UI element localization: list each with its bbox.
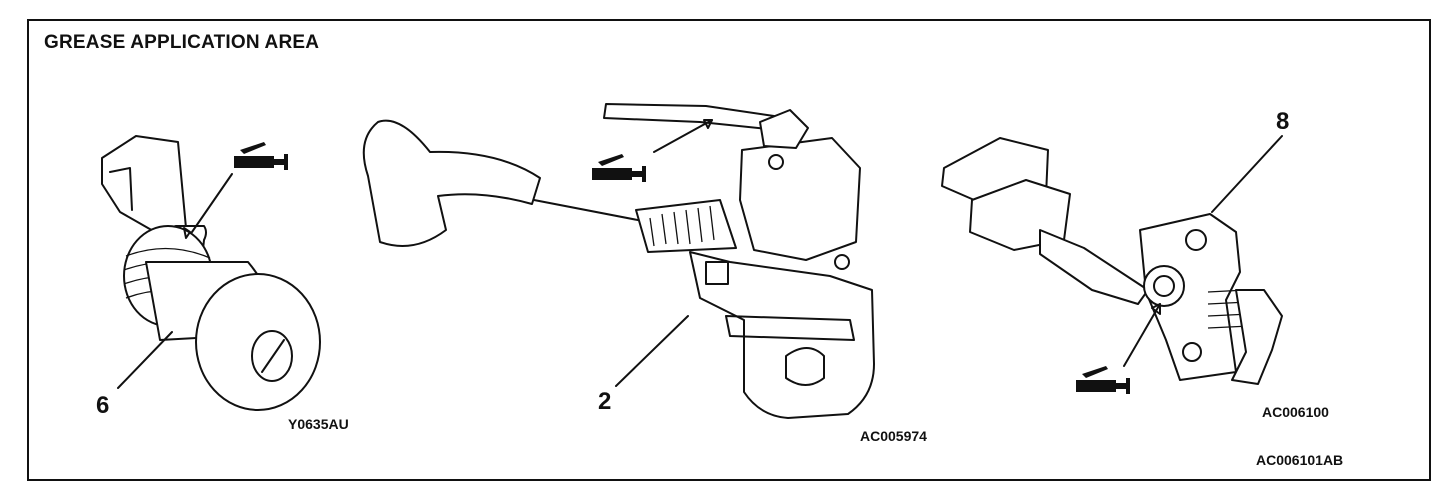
leader-line-6 [117,331,173,389]
grease-gun-icon [592,154,646,182]
figure-code-center: AC005974 [860,428,927,444]
callout-6: 6 [96,392,110,419]
leader-line-grease-right [1123,303,1161,367]
diagram-frame [27,19,1431,481]
grease-gun-icon [1076,366,1130,394]
callout-8: 8 [1276,108,1290,135]
grease-gun-icon [234,142,288,170]
figure-code-frame: AC006101AB [1256,452,1344,468]
leader-line-8 [1211,135,1283,213]
callout-2: 2 [598,388,612,415]
latch-assembly-illustration [362,103,875,419]
figure-code-left: Y0635AU [288,416,349,432]
lock-cylinder-illustration [101,135,321,411]
release-mechanism-illustration [941,137,1283,385]
leader-line-grease-left [191,173,233,233]
diagram-title: GREASE APPLICATION AREA [44,32,320,53]
leader-line-2 [615,315,689,387]
figure-code-right: AC006100 [1262,404,1329,420]
leader-line-grease-center [653,119,713,153]
